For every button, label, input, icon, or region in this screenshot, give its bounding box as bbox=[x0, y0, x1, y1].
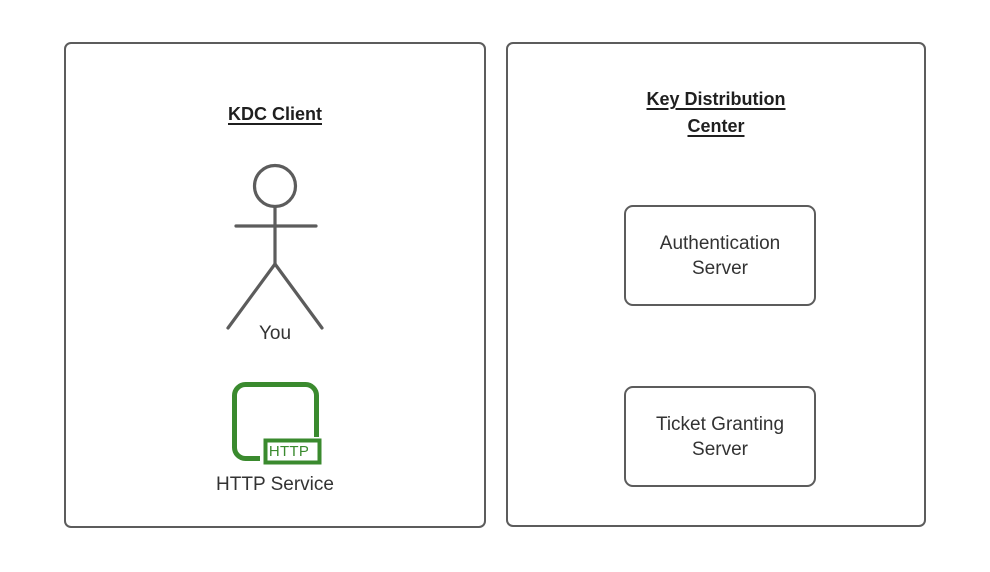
authentication-server-line1: Authentication bbox=[659, 232, 781, 254]
stick-figure-icon bbox=[220, 158, 332, 338]
http-service-label: HTTP Service bbox=[216, 474, 334, 495]
ticket-granting-server-line1: Ticket Granting bbox=[655, 413, 785, 435]
authentication-server-box: Authentication Server bbox=[624, 205, 816, 306]
panel-key-distribution-center-title: Key Distribution Center bbox=[506, 86, 926, 140]
ticket-granting-server-box: Ticket Granting Server bbox=[624, 386, 816, 487]
authentication-server-label: Authentication Server bbox=[652, 231, 788, 281]
authentication-server-line2: Server bbox=[692, 257, 748, 279]
http-badge-label: HTTP bbox=[268, 443, 310, 460]
panel-kdc-client-title: KDC Client bbox=[64, 101, 486, 128]
panel-kdc-title-line1: Key Distribution bbox=[646, 89, 786, 109]
ticket-granting-server-label: Ticket Granting Server bbox=[648, 412, 792, 462]
ticket-granting-server-line2: Server bbox=[692, 438, 748, 460]
panel-kdc-title-line2: Center bbox=[687, 116, 745, 136]
http-service-icon bbox=[231, 381, 323, 465]
panel-kdc-client-title-text: KDC Client bbox=[228, 104, 322, 124]
actor-label: You bbox=[258, 323, 292, 344]
